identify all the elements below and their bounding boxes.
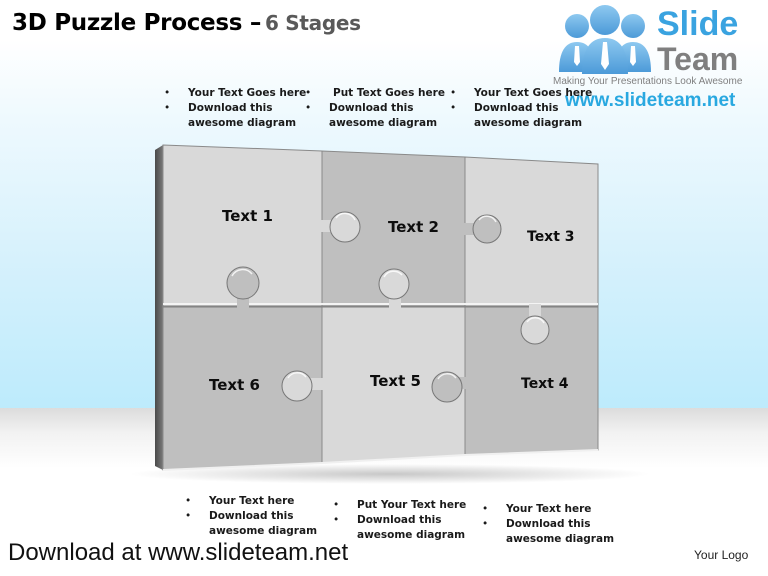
- piece-label-3: Text 3: [527, 229, 575, 245]
- title-sub: 6 Stages: [265, 11, 361, 35]
- note-line: Put Your Text here: [333, 498, 466, 513]
- logo-brand-top: Slide: [657, 5, 739, 43]
- board-shadow: [130, 464, 650, 484]
- note-line: awesome diagram: [357, 529, 466, 541]
- logo-brand-bottom: Team: [657, 41, 739, 77]
- board-side: [155, 145, 163, 470]
- top-note-2: Put Text Goes here Download this awesome…: [305, 86, 445, 131]
- puzzle-knob: [463, 214, 502, 244]
- logo-placeholder: Your Logo: [694, 548, 749, 562]
- note-line: Download this: [333, 513, 466, 528]
- piece-label-1: Text 1: [222, 207, 273, 225]
- note-line: awesome diagram: [474, 117, 583, 129]
- bottom-note-1: Your Text here Download this awesome dia…: [185, 494, 317, 539]
- piece-label-2: Text 2: [388, 218, 439, 236]
- bottom-note-2: Put Your Text here Download this awesome…: [333, 498, 466, 543]
- note-line: Put Text Goes here: [305, 86, 445, 101]
- note-line: awesome diagram: [209, 525, 318, 537]
- puzzle-knob: [431, 371, 468, 403]
- note-line: Your Text here: [185, 494, 317, 509]
- note-line: Your Text Goes here: [164, 86, 306, 101]
- logo-url[interactable]: www.slideteam.net: [565, 90, 736, 111]
- top-note-1: Your Text Goes here Download this awesom…: [164, 86, 306, 131]
- note-line: Your Text Goes here: [450, 86, 592, 101]
- piece-label-6: Text 6: [209, 376, 260, 394]
- page-title: 3D Puzzle Process –6 Stages: [12, 10, 361, 36]
- bottom-note-3: Your Text here Download this awesome dia…: [482, 502, 614, 547]
- puzzle-knob: [281, 370, 324, 402]
- note-line: Download this: [164, 101, 306, 116]
- puzzle-knob: [520, 304, 550, 345]
- piece-label-5: Text 5: [370, 372, 421, 390]
- note-line: awesome diagram: [188, 117, 297, 129]
- note-line: Download this: [185, 509, 317, 524]
- puzzle-knob: [320, 211, 361, 243]
- note-line: Download this: [305, 101, 445, 116]
- download-link[interactable]: Download at www.slideteam.net: [8, 539, 349, 566]
- note-line: awesome diagram: [329, 117, 438, 129]
- logo-tagline: Making Your Presentations Look Awesome: [553, 76, 743, 87]
- note-line: Download this: [450, 101, 592, 116]
- title-main: 3D Puzzle Process –: [12, 10, 262, 36]
- puzzle-knob: [378, 268, 410, 308]
- puzzle-knob: [226, 266, 260, 308]
- note-line: Download this: [482, 517, 614, 532]
- note-line: awesome diagram: [506, 533, 615, 545]
- top-note-3: Your Text Goes here Download this awesom…: [450, 86, 592, 131]
- people-group-icon: [559, 5, 651, 74]
- piece-label-4: Text 4: [521, 376, 569, 392]
- slideteam-logo: Slide Team Making Your Presentations Loo…: [553, 2, 768, 122]
- note-line: Your Text here: [482, 502, 614, 517]
